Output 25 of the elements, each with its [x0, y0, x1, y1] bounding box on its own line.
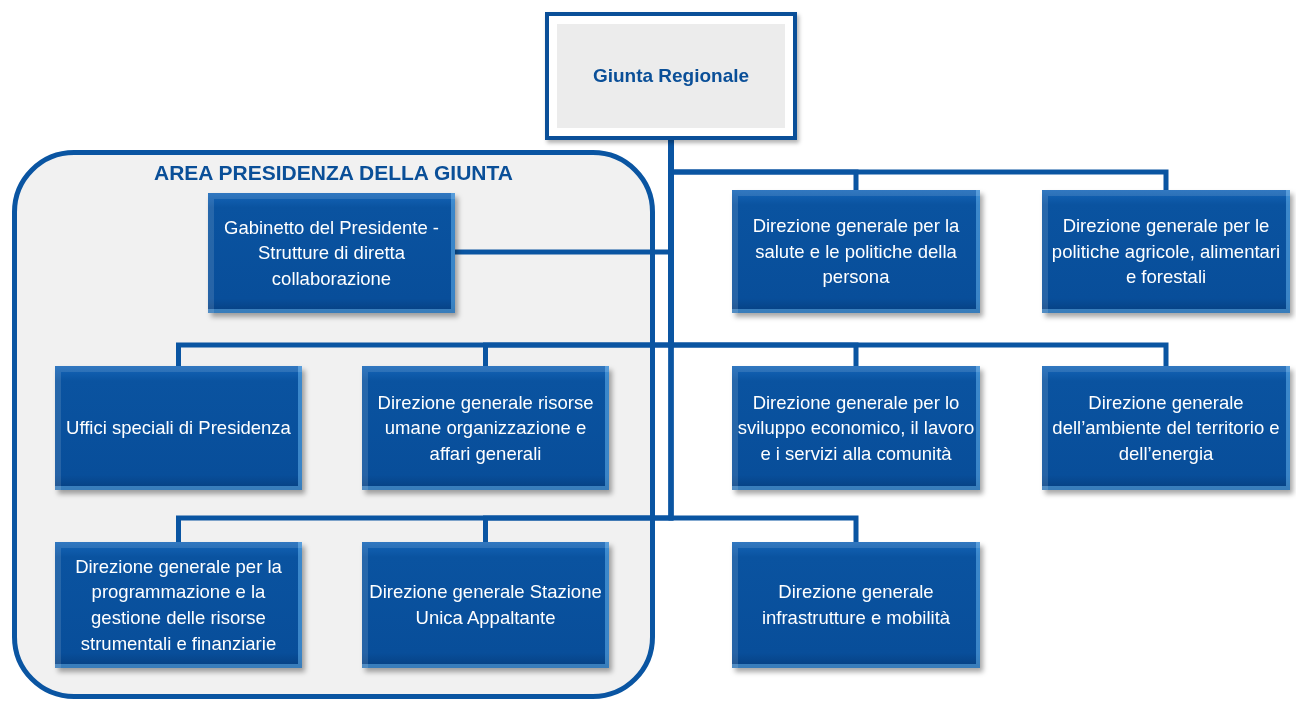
box-text: Direzione generale risorse umane organizzazione e affari generali — [376, 390, 595, 466]
department-box — [732, 366, 980, 490]
box-text: Direzione generale dell’ambiente del territorio e dell’energia — [1051, 390, 1281, 466]
department-box — [55, 366, 302, 490]
area-group — [12, 150, 655, 699]
box-text: Direzione generale per la programmazione e la gestione delle risorse strumentali e finanziarie — [74, 554, 283, 656]
node-title: Giunta Regionale — [592, 65, 750, 87]
box-text: Direzione generale infrastrutture e mobilità — [760, 580, 952, 630]
department-box — [362, 366, 609, 490]
box-text: Direzione generale per lo sviluppo economico, il lavoro e i servizi alla comunità — [736, 390, 976, 466]
department-box — [55, 542, 302, 668]
top-box — [545, 12, 797, 140]
department-box — [732, 542, 980, 668]
box-text: Direzione generale per la salute e le politiche della persona — [751, 214, 961, 290]
department-box — [208, 193, 455, 313]
box-text: Direzione generale per le politiche agricole, alimentari e forestali — [1050, 214, 1282, 290]
connector-line — [668, 140, 859, 542]
box-text: Direzione generale Stazione Unica Appaltante — [368, 580, 603, 630]
box-text: Uffici speciali di Presidenza — [66, 416, 291, 441]
department-box — [1042, 190, 1290, 313]
department-box — [1042, 366, 1290, 490]
group-title: AREA PRESIDENZA DELLA GIUNTA — [154, 161, 513, 184]
department-box — [362, 542, 609, 668]
department-box — [732, 190, 980, 313]
box-text: Gabinetto del Presidente - Strutture di diretta collaborazione — [223, 215, 440, 291]
